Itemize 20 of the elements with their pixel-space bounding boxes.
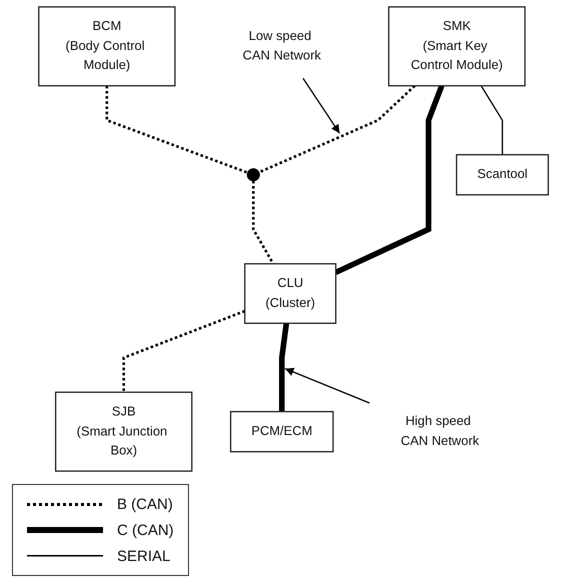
node-box: Scantool (456, 154, 549, 196)
node-text: Low speed CAN Network (242, 28, 322, 63)
connector (106, 86, 248, 174)
connector (258, 84, 416, 174)
connector (252, 180, 274, 264)
node-box: BCM (Body Control Module) (38, 6, 176, 86)
legend-label: SERIAL (117, 548, 170, 564)
node-box: PCM/ECM (230, 410, 334, 452)
connector (122, 310, 246, 392)
connector (334, 84, 444, 275)
leader-arrow (302, 78, 340, 134)
node-box: SJB (Smart Junction Box) (54, 392, 192, 472)
leader-arrow (284, 368, 370, 404)
node-box: SMK (Smart Key Control Module) (388, 6, 526, 86)
connector (480, 85, 504, 155)
node-text: High speed CAN Network (400, 414, 480, 448)
legend-label: C (CAN) (117, 522, 174, 538)
node-box: CLU (Cluster) (244, 263, 336, 324)
legend-label: B (CAN) (117, 496, 173, 512)
connector (279, 322, 290, 412)
